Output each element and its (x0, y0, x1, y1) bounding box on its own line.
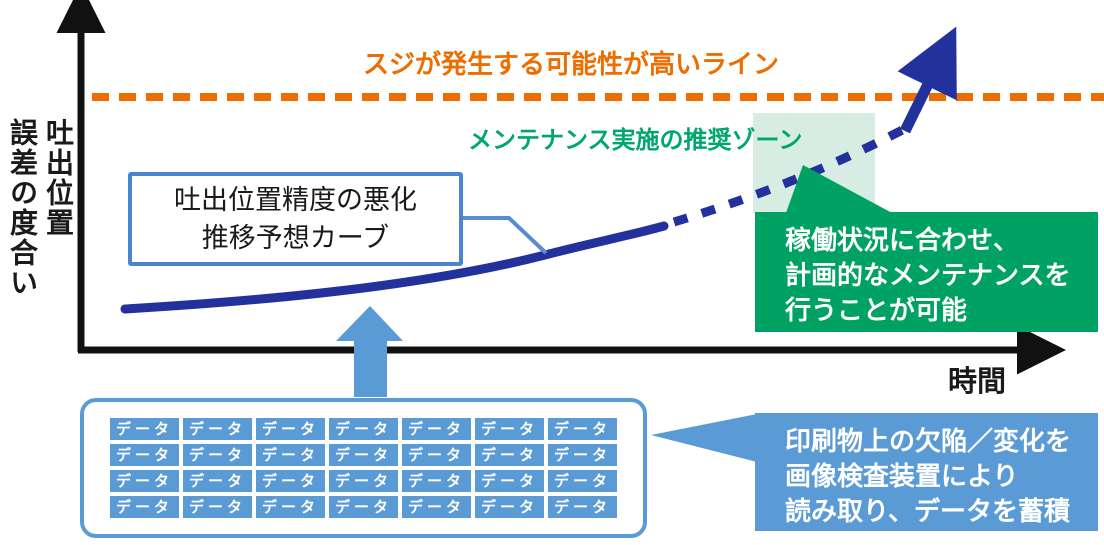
data-cell: データ (329, 496, 398, 518)
curve-label-connector (456, 216, 548, 255)
maintenance-callout-line1: 稼働状況に合わせ、 (785, 225, 1020, 255)
threshold-label: スジが発生する可能性が高いライン (363, 49, 780, 79)
forecast-arrow (897, 26, 957, 134)
maintenance-callout-line2: 計画的なメンテナンスを (785, 260, 1071, 290)
blue-callout-pointer (651, 414, 757, 462)
data-cell: データ (402, 470, 471, 492)
degradation-curve-solid (120, 221, 669, 314)
y-axis-label-left-column: 誤差の度合い (7, 118, 38, 298)
x-axis-label: 時間 (948, 366, 1007, 398)
data-cell: データ (475, 496, 544, 518)
data-cell: データ (402, 444, 471, 466)
zone-label: メンテナンス実施の推奨ゾーン (468, 127, 803, 154)
curve-label-line2: 推移予想カーブ (201, 223, 390, 253)
data-cell: データ (183, 444, 252, 466)
curve-label-box: 吐出位置精度の悪化 推移予想カーブ (128, 172, 463, 266)
data-cell: データ (110, 444, 179, 466)
y-axis-label-right-column: 吐出位置 (43, 118, 74, 238)
maintenance-callout: 稼働状況に合わせ、 計画的なメンテナンスを 行うことが可能 (755, 212, 1098, 332)
data-cell: データ (183, 470, 252, 492)
data-feed-up-arrow (336, 306, 403, 397)
data-cell: データ (475, 470, 544, 492)
data-cell: データ (110, 418, 179, 440)
data-cell: データ (548, 496, 617, 518)
curve-label-line1: 吐出位置精度の悪化 (174, 185, 417, 215)
data-collection-callout-line2: 画像検査装置により (785, 461, 1019, 491)
data-grid: データデータデータデータデータデータデータデータデータデータデータデータデータデ… (110, 418, 617, 518)
data-collection-callout-line3: 読み取り、データを蓄積 (785, 496, 1070, 526)
data-cell: データ (256, 470, 325, 492)
data-cell: データ (329, 470, 398, 492)
data-cell: データ (475, 444, 544, 466)
degradation-curve-dashed (672, 123, 911, 227)
data-table-box: データデータデータデータデータデータデータデータデータデータデータデータデータデ… (80, 398, 647, 538)
maintenance-callout-line3: 行うことが可能 (785, 295, 968, 325)
data-collection-callout: 印刷物上の欠陥／変化を 画像検査装置により 読み取り、データを蓄積 (755, 413, 1098, 531)
data-cell: データ (329, 444, 398, 466)
data-cell: データ (183, 418, 252, 440)
data-cell: データ (329, 418, 398, 440)
data-cell: データ (256, 496, 325, 518)
data-cell: データ (110, 470, 179, 492)
data-cell: データ (183, 496, 252, 518)
green-callout-pointer (786, 165, 892, 213)
data-cell: データ (402, 496, 471, 518)
data-cell: データ (256, 418, 325, 440)
data-cell: データ (475, 418, 544, 440)
data-cell: データ (548, 470, 617, 492)
data-cell: データ (256, 444, 325, 466)
data-cell: データ (548, 444, 617, 466)
data-cell: データ (548, 418, 617, 440)
data-collection-callout-line1: 印刷物上の欠陥／変化を (785, 426, 1072, 456)
data-cell: データ (402, 418, 471, 440)
data-cell: データ (110, 496, 179, 518)
